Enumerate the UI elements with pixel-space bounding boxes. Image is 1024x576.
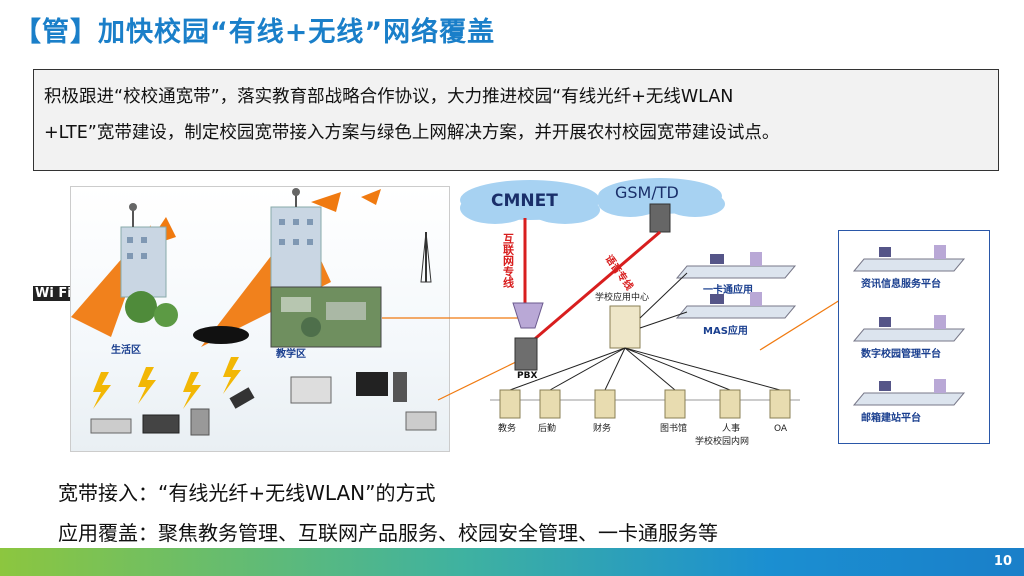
telephone-icon [405,411,437,431]
platform-label-1: 数字校园管理平台 [861,347,941,360]
signal-bolt-icon [93,372,111,409]
app-server-icon [609,305,641,349]
signal-bolt-icon [183,372,201,409]
router-icon [512,302,544,329]
platform-network-1 [852,245,966,272]
network-diagram: CMNET GSM/TD 互联网专线 语音专线 PBX 学校应用中心 一卡通应用… [455,178,835,450]
server-icon [499,389,521,419]
wifi-label: Wi Fi [33,286,74,301]
bullet-access: 宽带接入：“有线光纤+无线WLAN”的方式 [58,481,436,505]
page-number: 10 [993,554,1012,569]
pbx-icon [514,337,538,371]
card-app-network [675,265,797,279]
gsm-server-icon [649,203,671,233]
platforms-panel: 资讯信息服务平台 数字校园管理平台 邮箱建站平台 [838,230,990,444]
campus-illustration: 生活区 教学区 [70,186,450,452]
pbx-label: PBX [517,371,537,381]
cmnet-cloud-icon [460,180,600,224]
platform-network-3 [852,379,966,406]
callout-line-2: +LTE”宽带建设，制定校园宽带接入方案与绿色上网解决方案，并开展农村校园宽带建… [44,123,780,143]
server-label-2: 财务 [593,422,611,434]
pda-icon [190,408,210,436]
bullet-apps: 应用覆盖：聚焦教务管理、互联网产品服务、校园安全管理、一卡通服务等 [58,521,718,545]
server-icon [539,389,561,419]
server-label-4: 人事 [722,422,740,434]
lan-label: 学校校园内网 [695,435,749,447]
footer-bar [0,548,1024,576]
server-icon [769,389,791,419]
zone-life-label: 生活区 [111,343,141,356]
summary-callout: 积极跟进“校校通宽带”，落实教育部战略合作协议，大力推进校园“有线光纤+无线WL… [33,69,999,171]
mas-app-network [675,305,797,319]
server-label-5: OA [774,424,788,434]
mas-app-label: MAS应用 [703,324,748,337]
platform-network-2 [852,315,966,342]
laptop-icon [90,418,132,434]
tablet-icon [142,414,180,434]
cmnet-label: CMNET [491,191,558,211]
wifi-logo: Wi Fi [33,286,74,301]
server-label-3: 图书馆 [660,422,687,434]
server-icon [719,389,741,419]
signal-bolt-icon [223,357,241,394]
gsm-cloud-icon [598,178,725,217]
car-icon [193,326,249,344]
server-icon [664,389,686,419]
signal-bolt-icon [138,367,156,404]
page-title: 【管】加快校园“有线+无线”网络覆盖 [14,17,496,48]
card-app-label: 一卡通应用 [703,283,753,296]
platform-label-0: 资讯信息服务平台 [861,277,941,290]
laptop-icon [290,376,332,404]
internet-line-label: 互联网专线 [502,233,515,289]
desktop-icon [356,372,388,396]
callout-line-1: 积极跟进“校校通宽带”，落实教育部战略合作协议，大力推进校园“有线光纤+无线WL… [44,87,734,107]
phone-icon [229,387,255,409]
gsm-label: GSM/TD [615,183,679,202]
server-label-0: 教务 [498,422,516,434]
server-label-1: 后勤 [538,422,556,434]
app-center-label: 学校应用中心 [595,291,649,303]
platform-label-2: 邮箱建站平台 [861,411,921,424]
server-icon [594,389,616,419]
zone-teach-label: 教学区 [275,347,306,360]
